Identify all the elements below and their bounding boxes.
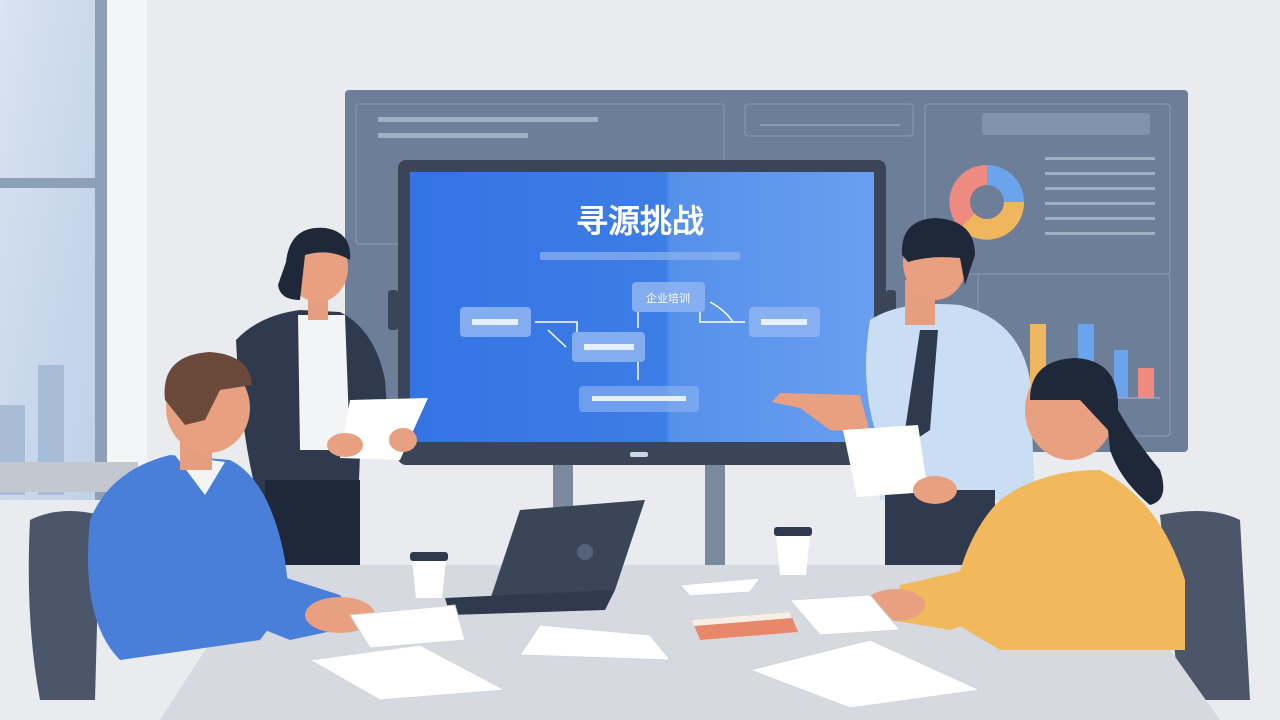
presenter-man xyxy=(772,218,1035,590)
coffee-cup xyxy=(774,527,812,575)
pie-chart xyxy=(949,164,1025,240)
notebook xyxy=(692,612,798,640)
chair-left xyxy=(28,511,100,700)
seated-woman xyxy=(865,358,1185,650)
seated-man xyxy=(88,352,375,660)
chair-right xyxy=(1160,511,1250,700)
flow-node-label: 企业培训 xyxy=(646,291,690,305)
window xyxy=(0,0,147,500)
papers xyxy=(308,577,982,709)
screen-title: 寻源挑战 xyxy=(576,202,704,240)
laptop xyxy=(445,500,645,615)
coffee-cup xyxy=(410,552,448,598)
